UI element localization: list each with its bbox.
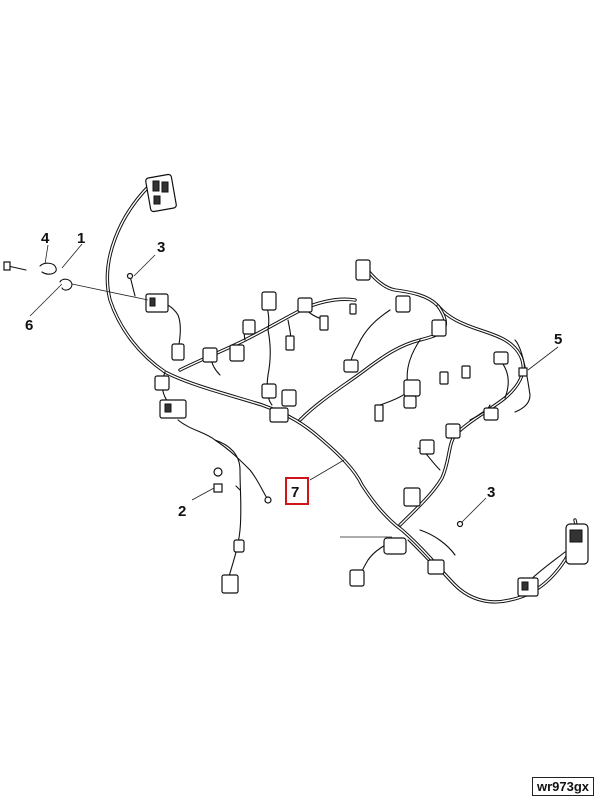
- harness-branch-right: [298, 266, 531, 527]
- callout-1: 1: [77, 230, 85, 247]
- connector-top-right: [343, 259, 447, 373]
- callout-2: 2: [178, 503, 186, 520]
- callout-7-highlighted: 7: [285, 477, 309, 505]
- connector-left-upper-small: [171, 343, 185, 361]
- ground-strap-part-1: [39, 262, 73, 291]
- connector-bottom-right-large: [517, 523, 589, 597]
- harness-trunk: [105, 183, 578, 604]
- connector-left-mid: [145, 293, 169, 313]
- connector-top-left-large: [145, 173, 177, 213]
- leader-lines: [29, 243, 559, 538]
- callout-7: 7: [291, 484, 299, 501]
- diagram-code-label: wr973gx: [531, 777, 594, 796]
- connector-bottom-center: [349, 487, 445, 587]
- callout-5: 5: [554, 331, 562, 348]
- callout-7-box: [285, 477, 309, 505]
- callout-3-upper: 3: [157, 239, 165, 256]
- bolt-part-3-upper: [126, 272, 136, 297]
- connector-left-lower: [154, 375, 187, 419]
- bolt-part-4: [3, 261, 27, 271]
- callout-4: 4: [41, 230, 50, 247]
- connector-row-center: [202, 291, 313, 423]
- nut-part-2: [213, 483, 223, 493]
- nut-part-5: [518, 367, 528, 377]
- callout-6: 6: [25, 317, 33, 334]
- bolt-part-3-lower: [456, 520, 464, 528]
- harness-branch-left: [149, 299, 269, 581]
- connector-right-cluster: [374, 351, 509, 455]
- connector-bottom-left: [213, 467, 272, 594]
- injector-plugs-center: [285, 303, 357, 351]
- callout-3-lower: 3: [487, 484, 495, 501]
